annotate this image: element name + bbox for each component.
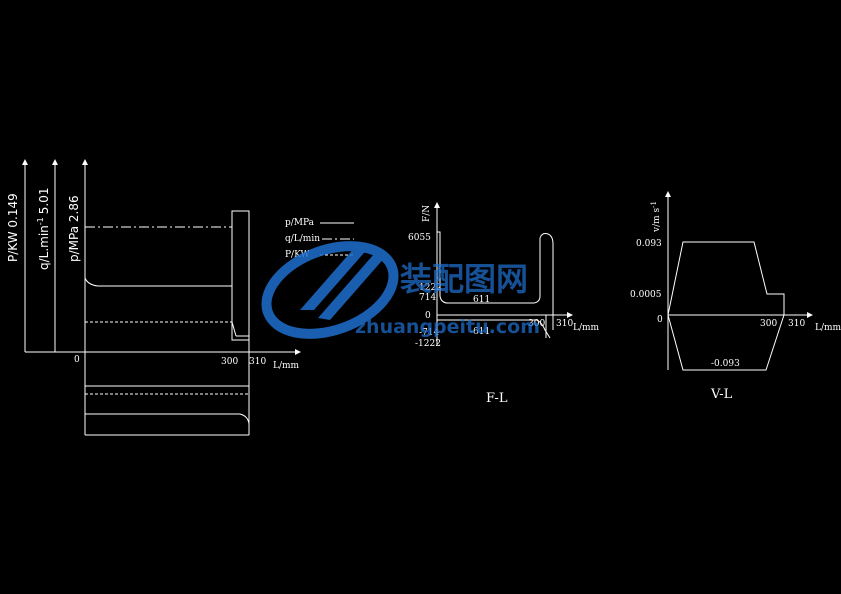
fl-label-neg611: -611	[470, 327, 490, 337]
vl-tick-0005: 0.0005	[630, 290, 662, 300]
axis-pressure-label: p/MPa 2.86	[67, 195, 81, 262]
fl-tick-714: 714	[419, 293, 436, 303]
watermark-site: zhuangpeitu.com	[355, 316, 540, 338]
vl-x-unit: L/mm	[815, 323, 841, 333]
vl-y-unit: v/m s-1	[650, 201, 662, 233]
legend: p/MPa q/L/min P/KW	[285, 218, 354, 260]
legend-power: P/KW	[285, 250, 310, 260]
x-unit-label: L/mm	[273, 361, 300, 371]
fl-tick-310: 310	[556, 319, 573, 329]
watermark-brand: 装配图网	[400, 260, 528, 298]
vl-tick-310: 310	[788, 319, 805, 329]
vl-curve-upper	[667, 241, 785, 316]
fl-curve-upper	[437, 231, 554, 304]
vl-tick-300: 300	[760, 319, 777, 329]
vl-curve-lower	[667, 314, 785, 371]
fl-curve-lower	[437, 319, 551, 339]
fl-tick-0: 0	[425, 311, 431, 321]
flow-curve	[84, 277, 232, 287]
fl-tick-1222: 1222	[419, 283, 442, 293]
return-flow-curve	[85, 413, 250, 425]
axis-flow-label: q/L.min-15.01	[36, 188, 51, 271]
legend-flow: q/L/min	[285, 234, 320, 244]
origin-label: 0	[74, 355, 80, 365]
tick-300: 300	[221, 357, 238, 367]
fl-y-unit: F/N	[422, 205, 432, 222]
fl-tick-300: 300	[528, 319, 545, 329]
left-chart: P/KW 0.149 q/L.min-15.01 p/MPa 2.86 0 30…	[6, 159, 354, 436]
axis-power-label: P/KW 0.149	[6, 193, 20, 262]
watermark: 装配图网 zhuangpeitu.com	[261, 241, 540, 339]
fl-tick-neg714: -714	[419, 328, 439, 338]
tick-310: 310	[249, 357, 266, 367]
fl-chart: F/N 6055 1222 714 0 -714 -1222 611 -611 …	[408, 202, 600, 406]
vl-title: V-L	[710, 387, 733, 402]
legend-pressure: p/MPa	[285, 218, 315, 228]
fl-label-611: 611	[473, 295, 490, 305]
vl-tick-neg: -0.093	[711, 359, 740, 369]
fl-x-unit: L/mm	[573, 323, 600, 333]
watermark-logo-icon	[261, 241, 399, 339]
vl-tick-0: 0	[657, 315, 663, 325]
end-block	[231, 210, 250, 341]
vl-tick-093: 0.093	[636, 239, 662, 249]
fl-tick-neg1222: -1222	[415, 339, 441, 349]
fl-tick-6055: 6055	[408, 233, 431, 243]
fl-title: F-L	[486, 391, 508, 406]
vl-chart: v/m s-1 0.093 0.0005 0 -0.093 300 310 L/…	[630, 191, 841, 402]
